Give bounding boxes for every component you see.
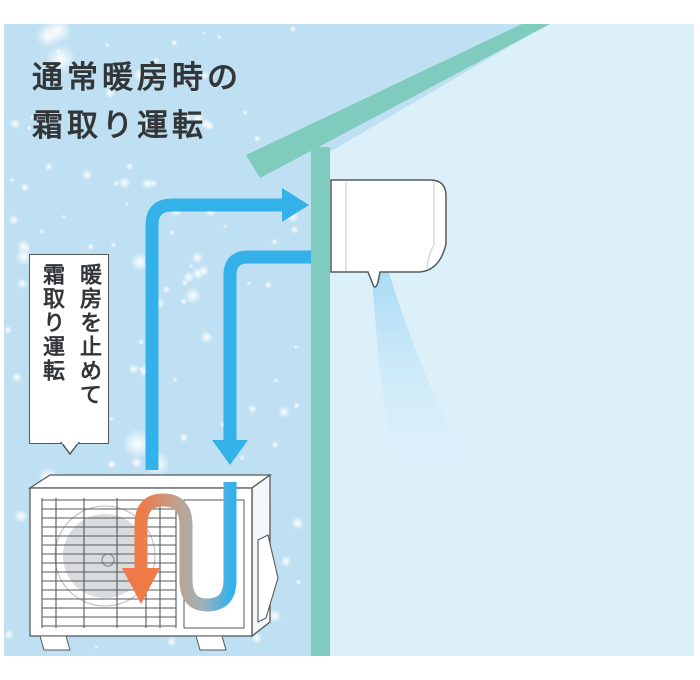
snowflake	[94, 645, 99, 650]
snowflake	[293, 344, 299, 350]
snowflake	[280, 555, 292, 568]
snowflake	[200, 330, 214, 344]
snowflake	[253, 134, 261, 143]
snowflake	[191, 77, 200, 86]
snowflake	[152, 56, 160, 64]
snowflake	[45, 43, 77, 75]
snowflake	[110, 241, 117, 249]
snowflake	[184, 287, 202, 304]
snowflake	[264, 280, 273, 289]
snowflake	[128, 363, 140, 375]
callout-pointer	[60, 442, 80, 456]
refrigerant-flow-arrow-from-indoor	[212, 250, 311, 465]
snowflake	[289, 25, 297, 33]
snowflake	[106, 459, 117, 470]
refrigerant-flow-arrow-to-indoor	[145, 188, 309, 470]
snowflake	[188, 263, 194, 269]
snowflake	[142, 120, 152, 130]
snowflake	[183, 271, 195, 283]
snowflake	[170, 39, 178, 47]
snowflake	[3, 325, 13, 335]
snowflake	[200, 70, 210, 80]
snowflake	[14, 248, 33, 266]
snowflake	[87, 243, 95, 251]
snowflake	[20, 182, 30, 192]
snowflake	[9, 118, 21, 130]
snowflake	[179, 433, 189, 443]
snowflake	[13, 509, 28, 524]
snowflake	[271, 238, 278, 245]
snowflake	[109, 416, 114, 422]
snowflake	[81, 169, 93, 181]
snowflake	[295, 578, 302, 586]
indoor-unit	[330, 179, 447, 288]
snowflake	[26, 125, 32, 131]
snowflake	[8, 214, 19, 226]
snowflake	[292, 402, 301, 410]
snowflake	[166, 636, 177, 647]
callout-text-stop-heating: 暖房を止めて	[76, 263, 101, 407]
snowflake	[202, 30, 207, 35]
snowflake	[133, 67, 147, 82]
snowflake	[117, 79, 127, 89]
snowflake	[247, 404, 258, 414]
snowflake	[125, 162, 134, 171]
snowflake	[242, 109, 248, 116]
snowflake	[138, 366, 144, 371]
snowflake	[125, 201, 130, 206]
snowflake	[118, 176, 131, 190]
snowflake	[162, 285, 171, 294]
snowflake	[122, 428, 154, 460]
snowflake	[39, 228, 45, 234]
snowflake	[172, 377, 178, 383]
callout-text-defrost: 霜取り運転	[39, 263, 64, 383]
snowflake	[61, 214, 67, 219]
snowflake	[130, 456, 143, 469]
snowflake	[29, 114, 36, 120]
snowflake	[112, 180, 120, 187]
snowflake	[191, 267, 205, 280]
snowflake	[216, 34, 223, 40]
snowflake	[190, 251, 204, 264]
indoor-unit-airflow	[372, 270, 480, 490]
snowflake	[290, 225, 299, 234]
snowflake	[239, 454, 246, 461]
snowflake	[223, 224, 228, 229]
snowflake	[49, 128, 56, 136]
snowflake	[246, 281, 252, 286]
defrost-heat-flow-arrow	[122, 482, 237, 612]
snowflake	[9, 177, 15, 183]
snowflake	[273, 377, 279, 383]
snowflake	[130, 252, 150, 272]
house-wall	[311, 147, 330, 656]
snowflake	[35, 23, 61, 49]
snowflake	[278, 405, 291, 418]
snowflake	[141, 177, 154, 190]
snowflake	[271, 440, 279, 449]
title-line-2: 霜取り運転	[32, 108, 207, 144]
snowflake	[56, 48, 62, 54]
snowflake	[191, 87, 197, 93]
snowflake	[169, 230, 175, 236]
snowflake	[44, 162, 54, 172]
snowflake	[11, 371, 23, 384]
snowflake	[291, 516, 305, 530]
snowflake	[16, 278, 28, 290]
snowflake	[104, 42, 110, 48]
snowflake	[4, 629, 15, 640]
callout-box: 暖房を止めて 霜取り運転	[29, 254, 109, 444]
snowflake	[137, 338, 145, 346]
house-roof	[246, 24, 550, 178]
snowflake	[181, 111, 193, 123]
snowflake	[191, 112, 205, 126]
snowflake	[104, 87, 116, 99]
title-line-1: 通常暖房時の	[32, 60, 242, 96]
snowflake	[16, 239, 31, 253]
